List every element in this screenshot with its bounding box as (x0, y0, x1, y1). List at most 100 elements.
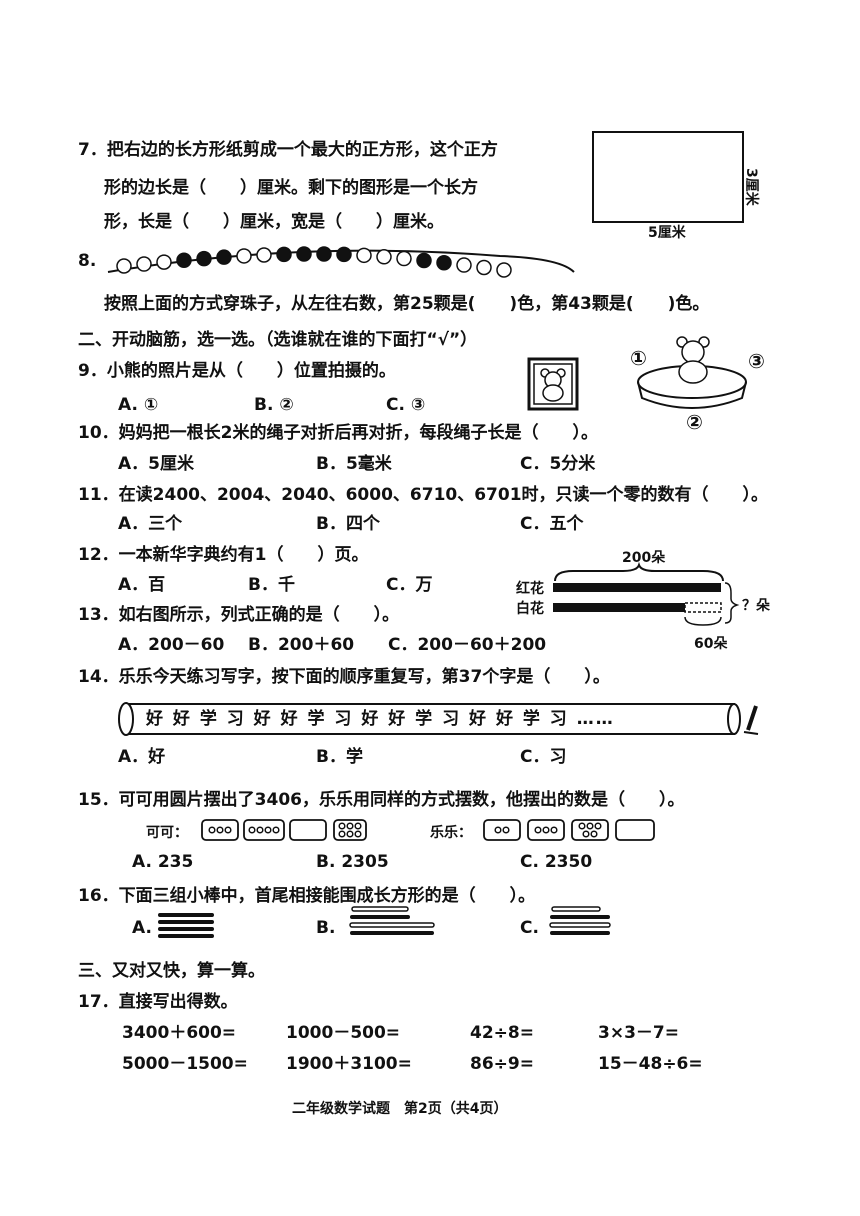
q7-line3: 形，长是（ ）厘米，宽是（ ）厘米。 (104, 212, 444, 232)
chip (354, 822, 362, 830)
q11-option-c: C．五个 (520, 514, 584, 534)
q12-option-b: B．千 (248, 575, 295, 595)
keke-label: 可可： (146, 825, 188, 841)
chip-card (243, 819, 285, 841)
bead-thread (107, 249, 575, 273)
chip (494, 826, 502, 834)
q13-question: 13．如右图所示，列式正确的是（ ）。 (78, 605, 400, 625)
bead (176, 252, 192, 269)
q14-option-a: A．好 (118, 747, 166, 767)
q11-question: 11．在读2400、2004、2040、6000、6710、6701时，只读一个… (78, 485, 769, 505)
q14-option-c: C．习 (520, 747, 567, 767)
red-flower-label: 红花 (516, 581, 544, 597)
bead (256, 247, 272, 263)
q16-option-a: A. (132, 918, 152, 938)
rectangle-figure (592, 131, 744, 223)
q15-question: 15．可可用圆片摆出了3406，乐乐用同样的方式摆数，他摆出的数是（ ）。 (78, 790, 685, 810)
chip (354, 830, 362, 838)
q7-line1: 7．把右边的长方形纸剪成一个最大的正方形，这个正方 (78, 140, 498, 160)
calc-3: 42÷8= (470, 1023, 534, 1043)
q12-option-a: A．百 (118, 575, 166, 595)
q15-option-c: C. 2350 (520, 852, 593, 872)
q8-question: 按照上面的方式穿珠子，从左往右数，第25颗是( )色，第43颗是( )色。 (104, 294, 710, 314)
bead (336, 246, 352, 263)
sticks-group-b (349, 906, 435, 935)
chip (590, 830, 598, 838)
bead (276, 246, 292, 263)
chip (346, 822, 354, 830)
bead (396, 250, 412, 267)
bead (456, 257, 472, 273)
position-marker-3: ③ (748, 349, 765, 373)
chip-card (483, 819, 521, 841)
chip (502, 826, 510, 834)
chip (582, 830, 590, 838)
calc-7: 86÷9= (470, 1054, 534, 1074)
q16-option-c: C. (520, 918, 539, 938)
bead (376, 249, 392, 265)
q14-option-b: B．学 (316, 747, 363, 767)
q13-option-b: B．200＋60 (248, 635, 355, 655)
q12-option-c: C．万 (386, 575, 433, 595)
chip (272, 826, 280, 834)
bead (476, 259, 492, 276)
calc-4: 3×3－7= (598, 1023, 679, 1043)
section-3-heading: 三、又对又快，算一算。 (78, 961, 265, 981)
chip (338, 830, 346, 838)
bead (136, 256, 152, 272)
q16-question: 16．下面三组小棒中，首尾相接能围成长方形的是（ ）。 (78, 886, 536, 906)
bar-diagram (553, 561, 740, 626)
q10-question: 10．妈妈把一根长2米的绳子对折后再对折，每段绳子长是（ ）。 (78, 423, 598, 443)
q10-option-a: A．5厘米 (118, 454, 194, 474)
chip (256, 826, 264, 834)
q15-option-b: B. 2305 (316, 852, 389, 872)
chip (550, 826, 558, 834)
bead (236, 248, 252, 264)
q14-question: 14．乐乐今天练习写字，按下面的顺序重复写，第37个字是（ ）。 (78, 667, 610, 687)
q16-option-b: B. (316, 918, 336, 938)
chip (264, 826, 272, 834)
bear-photo (527, 357, 579, 411)
bead (316, 246, 332, 262)
chip (338, 822, 346, 830)
bead (216, 249, 232, 265)
chip-card (289, 819, 327, 841)
bead (196, 250, 212, 267)
section-2-heading: 二、开动脑筋，选一选。（选谁就在谁的下面打“√”） (78, 330, 478, 350)
q11-option-b: B．四个 (316, 514, 380, 534)
chip-cards (201, 819, 655, 841)
bead (416, 252, 432, 269)
q13-option-c: C．200－60＋200 (388, 635, 547, 655)
q9-option-a: A. ① (118, 395, 159, 415)
calc-1: 3400＋600= (122, 1023, 237, 1043)
page-footer: 二年级数学试题 第2页（共4页） (292, 1101, 508, 1117)
bear-on-stage-figure (637, 336, 747, 409)
position-marker-2: ② (686, 410, 703, 434)
bead (496, 262, 512, 278)
calc-6: 1900＋3100= (286, 1054, 412, 1074)
bead (436, 254, 452, 271)
q12-question: 12．一本新华字典约有1（ ）页。 (78, 545, 369, 565)
chip (248, 826, 256, 834)
bead-string (107, 246, 575, 278)
position-marker-1: ① (630, 346, 647, 370)
chip (224, 826, 232, 834)
chip (542, 826, 550, 834)
total-label: 200朵 (622, 550, 666, 566)
scroll-banner (118, 702, 759, 736)
question-amount-label: ？朵 (742, 598, 770, 614)
white-flower-label: 白花 (516, 601, 544, 617)
chip (208, 826, 216, 834)
chip (534, 826, 542, 834)
q11-option-a: A．三个 (118, 514, 183, 534)
q13-option-a: A．200－60 (118, 635, 225, 655)
bead (116, 258, 132, 274)
q9-option-b: B. ② (254, 395, 294, 415)
sticks-group-a (158, 913, 214, 938)
chip (216, 826, 224, 834)
difference-label: 60朵 (694, 636, 728, 652)
chip-card (615, 819, 655, 841)
q7-line2: 形的边长是（ ）厘米。剩下的图形是一个长方 (104, 178, 478, 198)
q17-question: 17．直接写出得数。 (78, 992, 238, 1012)
q9-option-c: C. ③ (386, 395, 426, 415)
